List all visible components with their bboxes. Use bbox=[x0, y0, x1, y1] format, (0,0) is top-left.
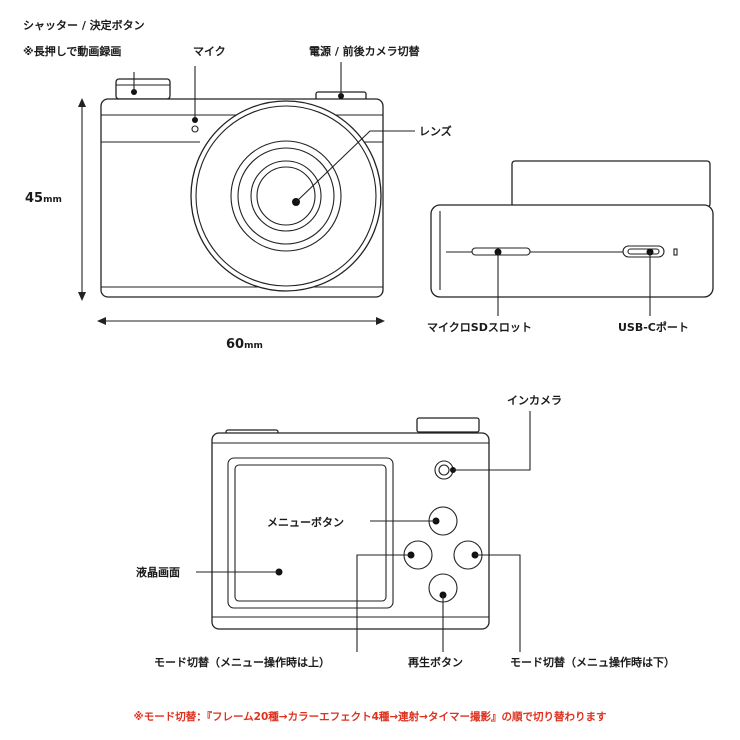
front-view: 45mm 60mm シャッター / 決定ボタン ※長押しで動画録画 マイク 電源… bbox=[23, 18, 452, 352]
label-lens: レンズ bbox=[419, 124, 452, 138]
label-lcd: 液晶画面 bbox=[136, 565, 180, 579]
label-shutter-line1: シャッター / 決定ボタン bbox=[23, 18, 145, 32]
width-unit: mm bbox=[244, 341, 263, 351]
lens-glass bbox=[250, 160, 322, 232]
svg-text:45mm: 45mm bbox=[25, 191, 62, 206]
mic-hole bbox=[191, 125, 199, 133]
label-mode-down: モード切替（メニュ操作時は下） bbox=[510, 655, 675, 669]
label-in-camera: インカメラ bbox=[507, 394, 562, 407]
label-usbc: USB-Cポート bbox=[618, 320, 689, 334]
camera-top-part bbox=[511, 160, 711, 208]
label-shutter-line2: ※長押しで動画録画 bbox=[23, 44, 121, 58]
svg-text:60mm: 60mm bbox=[226, 337, 263, 352]
back-view: インカメラ メニューボタン 液晶画面 モード切替（メニュー操作時は上） 再生ボタ… bbox=[136, 394, 675, 669]
camera-body-back bbox=[211, 432, 490, 630]
label-mic: マイク bbox=[193, 45, 226, 58]
width-value: 60 bbox=[226, 337, 244, 352]
shutter-button bbox=[115, 78, 171, 100]
label-menu-button: メニューボタン bbox=[267, 515, 344, 529]
height-value: 45 bbox=[25, 191, 43, 206]
camera-body-bottom bbox=[430, 204, 714, 298]
label-playback: 再生ボタン bbox=[408, 655, 463, 669]
lcd-screen-bezel bbox=[227, 457, 394, 609]
height-dimension: 45mm bbox=[25, 98, 86, 301]
label-mode-up: モード切替（メニュー操作時は上） bbox=[154, 655, 330, 669]
usbc-port bbox=[622, 245, 665, 258]
lcd-screen bbox=[234, 464, 387, 602]
height-unit: mm bbox=[43, 195, 62, 205]
width-dimension: 60mm bbox=[97, 317, 385, 352]
bottom-view: マイクロSDスロット USB-Cポート bbox=[427, 160, 714, 334]
label-sd-slot: マイクロSDスロット bbox=[427, 321, 532, 334]
lens-outer-ring bbox=[190, 100, 382, 292]
label-power: 電源 / 前後カメラ切替 bbox=[309, 44, 421, 58]
back-top-button bbox=[416, 417, 480, 433]
footnote: ※モード切替：『フレーム20種→カラーエフェクト4種→連射→タイマー撮影』の順で… bbox=[134, 710, 607, 723]
